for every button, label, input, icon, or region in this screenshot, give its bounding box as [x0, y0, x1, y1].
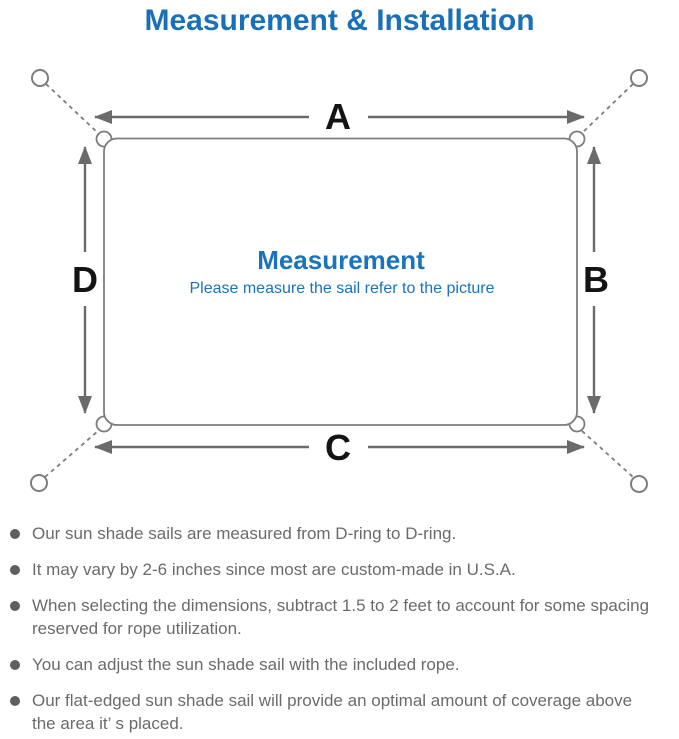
note-text: It may vary by 2-6 inches since most are… — [32, 560, 516, 579]
page-title: Measurement & Installation — [144, 4, 535, 37]
rope-dashed-line-bottom-left — [44, 430, 99, 478]
dimension-label-c: C — [325, 427, 351, 468]
rope-dashed-line-top-left — [45, 83, 99, 134]
bullet-icon — [10, 601, 20, 611]
dimension-label-b: B — [583, 259, 609, 300]
bullet-icon — [10, 696, 20, 706]
bullet-icon — [10, 529, 20, 539]
bullet-icon — [10, 660, 20, 670]
measurement-diagram: A C D B Measurement Please measure the s… — [30, 69, 648, 493]
note-text: When selecting the dimensions, subtract … — [32, 596, 650, 638]
note-text: Our flat-edged sun shade sail will provi… — [32, 691, 633, 733]
list-item: Our sun shade sails are measured from D-… — [10, 522, 671, 545]
dimension-label-a: A — [325, 96, 351, 137]
anchor-point-bottom-left-icon — [30, 474, 48, 492]
list-item: You can adjust the sun shade sail with t… — [10, 653, 671, 676]
anchor-point-top-left-icon — [31, 69, 49, 87]
rope-dashed-line-top-right — [581, 83, 634, 134]
list-item: It may vary by 2-6 inches since most are… — [10, 558, 671, 581]
note-text: You can adjust the sun shade sail with t… — [32, 655, 460, 674]
anchor-point-bottom-right-icon — [630, 475, 648, 493]
bullet-icon — [10, 565, 20, 575]
dimension-label-d: D — [72, 259, 98, 300]
diagram-heading: Measurement — [257, 245, 425, 275]
notes-list: Our sun shade sails are measured from D-… — [0, 510, 679, 735]
note-text: Our sun shade sails are measured from D-… — [32, 524, 457, 543]
list-item: Our flat-edged sun shade sail will provi… — [10, 689, 671, 735]
list-item: When selecting the dimensions, subtract … — [10, 594, 671, 640]
sail-rectangle — [103, 137, 578, 426]
rope-dashed-line-bottom-right — [581, 430, 634, 478]
anchor-point-top-right-icon — [630, 69, 648, 87]
diagram-subtitle: Please measure the sail refer to the pic… — [189, 280, 494, 297]
